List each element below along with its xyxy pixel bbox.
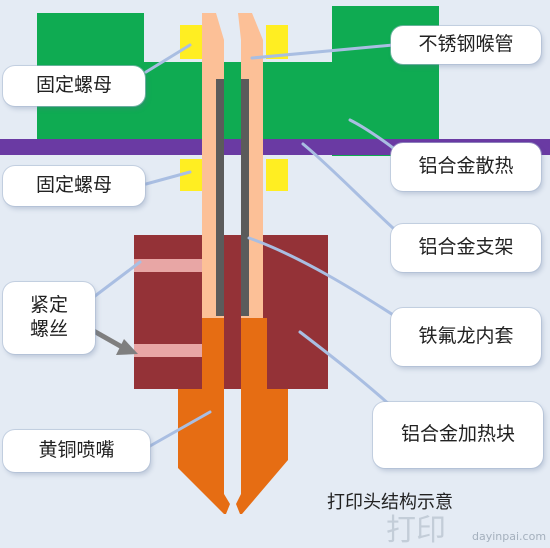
label-brass-nozzle-text: 黄铜喷嘴 — [38, 439, 115, 462]
label-aluminum-heatsink-text: 铝合金散热 — [418, 155, 514, 178]
watermark-logo: 打印 dayinpai.com — [386, 513, 546, 546]
label-stainless-throat-text: 不锈钢喉管 — [418, 33, 514, 56]
heatsink-right-low — [264, 62, 332, 140]
label-aluminum-bracket: 铝合金支架 — [391, 224, 541, 272]
svg-text:dayinpai.com: dayinpai.com — [472, 530, 546, 543]
label-aluminum-bracket-text: 铝合金支架 — [418, 236, 514, 259]
label-stainless-throat: 不锈钢喉管 — [391, 26, 541, 64]
set-screw-arrow-head — [116, 339, 138, 355]
fixing-nut-bottom-right — [266, 159, 288, 191]
pointer-fixing-nut-bottom — [144, 170, 192, 186]
label-fixing-nut-bottom-text: 固定螺母 — [35, 174, 112, 197]
ptfe-liner-right — [241, 79, 249, 316]
set-screw-arrow-line — [90, 327, 124, 350]
label-heater-block-text: 铝合金加热块 — [400, 423, 515, 446]
pointer-fixing-nut-top — [144, 43, 192, 74]
pointer-stainless-throat — [250, 42, 406, 60]
label-fixing-nut-bottom: 固定螺母 — [3, 166, 145, 206]
pointer-set-screw — [93, 260, 142, 298]
label-fixing-nut-top: 固定螺母 — [3, 66, 145, 106]
label-set-screw-text-1: 紧定 — [29, 294, 68, 317]
pointer-ptfe — [247, 236, 406, 324]
set-screw-lower — [134, 344, 202, 357]
label-fixing-nut-top-text: 固定螺母 — [35, 74, 112, 97]
label-brass-nozzle: 黄铜喷嘴 — [3, 430, 150, 472]
fixing-nut-top-right — [266, 25, 288, 59]
nozzle-right — [236, 318, 288, 514]
label-set-screw: 紧定 螺丝 — [3, 282, 95, 354]
set-screw-upper — [134, 259, 202, 272]
label-heater-block: 铝合金加热块 — [373, 402, 543, 468]
pointer-nozzle — [148, 410, 212, 448]
fixing-nut-top-left — [180, 25, 202, 59]
svg-text:打印: 打印 — [386, 513, 446, 546]
label-ptfe-liner-text: 铁氟龙内套 — [418, 325, 514, 348]
label-ptfe-liner: 铁氟龙内套 — [391, 308, 541, 366]
diagram-caption: 打印头结构示意 — [327, 492, 453, 513]
label-set-screw-text-2: 螺丝 — [29, 318, 68, 340]
ptfe-liner-left — [216, 79, 224, 316]
fixing-nut-bottom-left — [180, 159, 202, 191]
label-aluminum-heatsink: 铝合金散热 — [391, 143, 541, 191]
pointer-bracket — [301, 142, 406, 240]
